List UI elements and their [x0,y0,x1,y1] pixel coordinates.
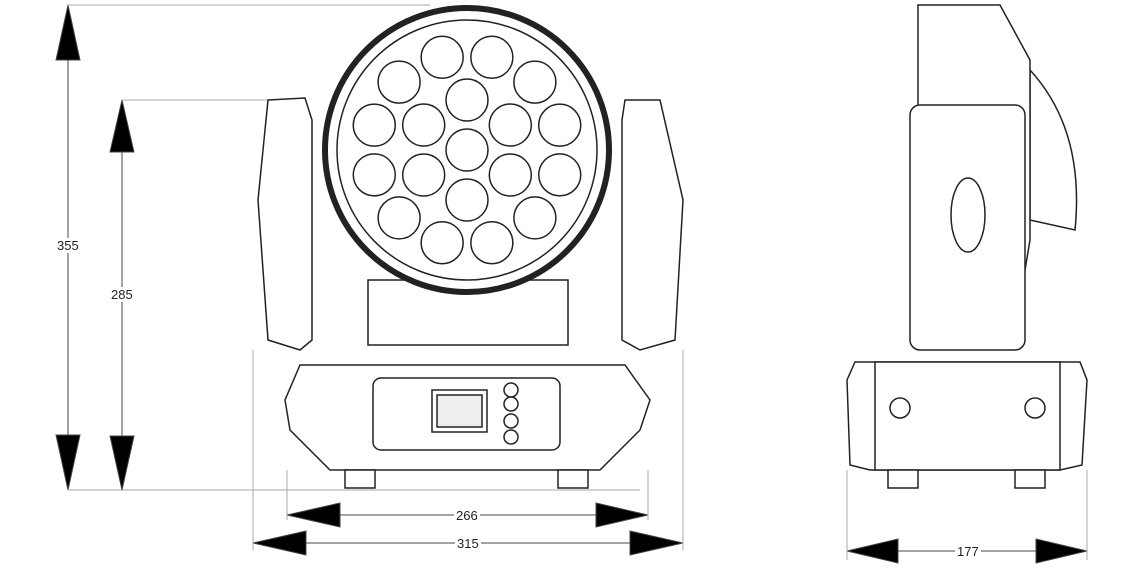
head-grill [1029,68,1078,231]
led-lens [445,128,489,172]
led-lens [377,60,421,104]
led-lens [537,153,582,197]
arrow-left-icon [286,502,341,528]
led-lens [470,35,514,80]
dim-315-label: 315 [455,536,481,551]
foot-left [344,469,376,489]
arrow-left-icon [252,530,307,556]
yoke-arm-left [257,97,313,351]
arrow-right-icon [595,502,649,528]
arrow-down-icon [55,434,81,491]
led-lens [401,103,446,147]
up-button[interactable] [503,396,519,412]
dim-177-label: 177 [955,544,981,559]
foot-right [557,469,589,489]
led-lens [420,35,464,80]
arrow-up-icon [109,99,135,153]
led-lens [445,78,489,122]
dim-266-label: 266 [454,508,480,523]
led-lens [488,153,533,197]
handle-screw [1024,397,1046,419]
arrow-right-icon [629,530,684,556]
led-lens [537,103,582,147]
arrow-down-icon [109,435,135,491]
down-button[interactable] [503,413,519,429]
led-lens [377,196,421,240]
handle-screw [889,397,911,419]
enter-button[interactable] [503,429,519,445]
led-lens [513,60,557,104]
led-lens [352,153,397,197]
led-lens [470,220,514,265]
yoke-knob [950,177,986,253]
front-view [257,5,684,489]
side-view [846,4,1088,489]
arrow-right-icon [1035,538,1088,564]
dim-285-label: 285 [109,287,135,302]
led-lens [445,178,489,222]
led-lens [352,103,397,147]
arrow-up-icon [55,4,81,61]
arrow-left-icon [846,538,899,564]
menu-button[interactable] [503,382,519,398]
led-array [352,35,582,265]
led-lens [401,153,446,197]
led-lens [513,196,557,240]
dim-355-label: 355 [55,238,81,253]
led-lens [488,103,533,147]
foot-right [1014,469,1046,489]
led-lens [420,220,464,265]
foot-left [887,469,919,489]
yoke-arm-right [621,99,684,351]
